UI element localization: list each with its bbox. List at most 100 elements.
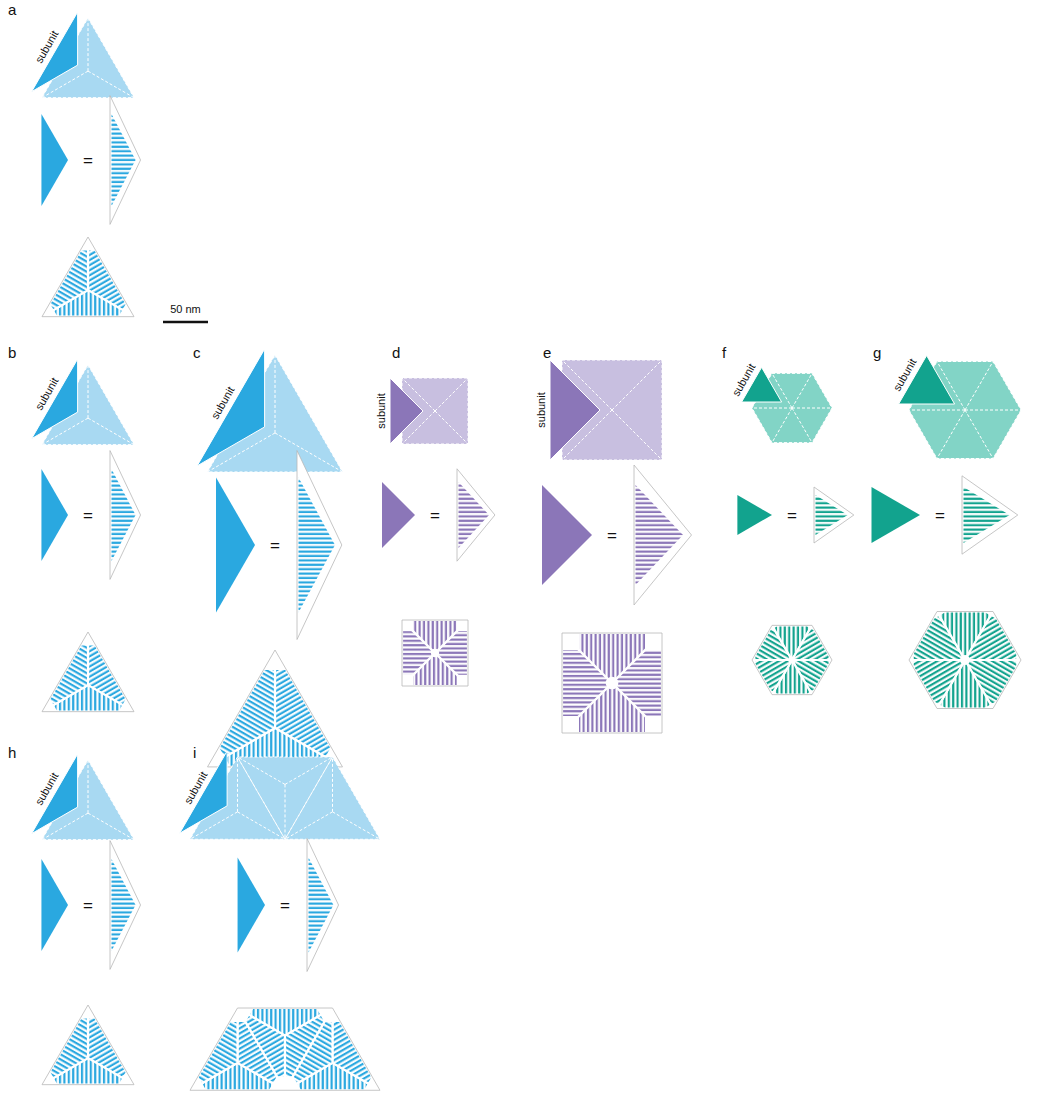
assembly-outline [402, 620, 468, 686]
corner-gap [645, 716, 662, 733]
panel-letter: b [8, 345, 16, 360]
helix-hatching [816, 495, 848, 535]
equals-sign: = [270, 537, 280, 554]
helix-hatching [112, 469, 136, 561]
helix-hatching [752, 660, 792, 695]
corner-gap [324, 1008, 340, 1022]
equals-sign: = [935, 507, 945, 524]
assembly-outline [42, 632, 134, 712]
corner-gap [42, 303, 58, 317]
subunit-triangle [390, 378, 423, 444]
subunit-boundary [333, 812, 381, 839]
subunit-boundary [285, 757, 333, 784]
subunit-triangle [32, 359, 78, 439]
subunit-boundary [285, 812, 333, 839]
helix-hatching [112, 114, 136, 206]
subunit-label: subunit [536, 392, 547, 427]
subunit-triangle [737, 495, 772, 535]
panel-letter: d [392, 345, 400, 360]
panel-letter: a [8, 2, 16, 17]
scale-bar-label: 50 nm [170, 304, 201, 315]
subunit-outline [307, 839, 339, 972]
subunit-triangle [41, 469, 68, 561]
subunit-boundary [88, 18, 89, 71]
corner-gap [752, 654, 755, 666]
equals-sign: = [83, 507, 93, 524]
subunit-boundary [909, 410, 965, 411]
subunit-boundary [88, 813, 134, 840]
subunit-boundary [792, 408, 812, 443]
subunit-boundary [772, 408, 792, 443]
subunit-boundary [792, 408, 832, 409]
assembly-ground [42, 632, 134, 712]
corner-gap [80, 1005, 96, 1019]
helix-hatching [309, 858, 334, 953]
corner-gap [190, 1076, 206, 1090]
subunit-boundary [435, 378, 468, 411]
helix-hatching [402, 620, 468, 653]
subunit-boundary [612, 410, 662, 460]
assembly-ground [909, 612, 1021, 709]
subunit-outline [962, 476, 1018, 554]
subunit-triangle [32, 754, 78, 834]
equals-sign: = [430, 507, 440, 524]
assembly-outline [208, 650, 343, 767]
assembly-outline [909, 612, 1021, 709]
equals-sign: = [83, 152, 93, 169]
subunit-triangle [382, 482, 415, 548]
subunit-boundary [965, 410, 993, 458]
subunit-boundary [937, 410, 965, 458]
assembly-ground [562, 633, 662, 733]
corner-gap [80, 237, 96, 251]
subunit-boundary [237, 757, 238, 812]
center-hole [960, 655, 970, 665]
helix-hatching [909, 660, 965, 709]
subunit-boundary [965, 410, 1021, 411]
equals-sign: = [787, 507, 797, 524]
panel-letter: e [543, 345, 551, 360]
subunit-outline [110, 96, 141, 225]
scale-bar [163, 321, 208, 324]
corner-gap [457, 675, 468, 686]
helix-hatching [964, 487, 1010, 543]
subunit-boundary [752, 408, 792, 409]
panel-letter: h [8, 745, 16, 760]
helix-hatching [299, 478, 335, 613]
corner-gap [645, 633, 662, 650]
subunit-boundary [965, 362, 993, 410]
assembly-ground [752, 625, 832, 694]
subunit-boundary [285, 784, 286, 839]
subunit-outline [814, 487, 854, 543]
assembly-outline [752, 625, 832, 694]
helix-hatching [285, 1008, 333, 1090]
corner-gap [264, 650, 287, 670]
subunit-triangle [216, 478, 255, 613]
subunit-triangle [41, 114, 68, 206]
corner-gap [364, 1076, 380, 1090]
equals-sign: = [83, 897, 93, 914]
corner-gap [1016, 652, 1021, 668]
corner-gap [118, 1071, 134, 1085]
center-hole [788, 656, 795, 663]
corner-gap [562, 716, 579, 733]
panel-letter: f [722, 345, 726, 360]
helix-hatching [636, 485, 684, 585]
assembly-ground [42, 1005, 134, 1085]
subunit-triangle [550, 360, 600, 460]
corner-gap [457, 620, 468, 631]
corner-gap [80, 632, 96, 646]
subunit-outline [110, 451, 141, 580]
subunit-triangle [180, 751, 228, 833]
panel-letter: i [193, 745, 196, 760]
subunit-boundary [435, 411, 468, 444]
subunit-boundary [238, 757, 333, 839]
helix-hatching [459, 482, 490, 548]
equals-sign: = [607, 527, 617, 544]
corner-gap [402, 620, 413, 631]
helix-hatching [965, 612, 1021, 661]
assembly-outline [42, 237, 134, 317]
subunit-boundary [285, 757, 380, 839]
corner-gap [402, 675, 413, 686]
subunit-outline [297, 451, 342, 640]
